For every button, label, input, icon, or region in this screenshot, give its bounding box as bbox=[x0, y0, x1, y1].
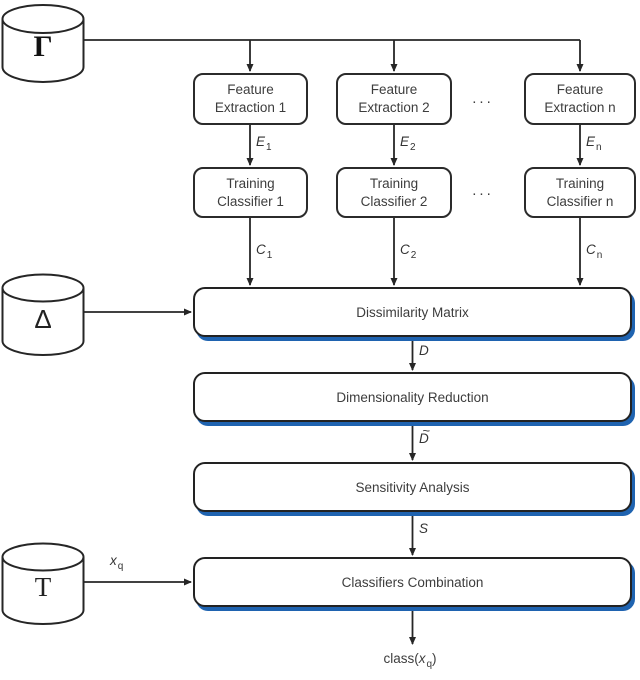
output-class-label: class(xq) bbox=[383, 651, 437, 670]
edge-label-s: S bbox=[419, 521, 429, 536]
classifiers-combination-label: Classifiers Combination bbox=[341, 574, 484, 590]
tau-database-shape bbox=[1, 542, 85, 625]
dimensionality-reduction-label: Dimensionality Reduction bbox=[336, 389, 489, 405]
training-row-ellipsis: ... bbox=[472, 182, 494, 199]
edge-label-e2: E2 bbox=[400, 134, 416, 153]
gamma-database-shape bbox=[1, 4, 85, 83]
edge-label-en: En bbox=[586, 134, 602, 153]
edge-label-e1: E1 bbox=[256, 134, 272, 153]
edge-label-xq: xq bbox=[110, 553, 124, 572]
sensitivity-analysis-box: Sensitivity Analysis bbox=[193, 462, 632, 512]
tau-database-label: T bbox=[34, 572, 52, 602]
edge-label-cn: Cn bbox=[586, 242, 603, 261]
edge-label-c1: C1 bbox=[256, 242, 273, 261]
dissimilarity-matrix-box: Dissimilarity Matrix bbox=[193, 287, 632, 337]
dimensionality-reduction-box: Dimensionality Reduction bbox=[193, 372, 632, 422]
delta-database-label: Δ bbox=[34, 304, 52, 334]
edge-label-d: D bbox=[419, 343, 429, 358]
edge-label-d-tilde: ~D bbox=[419, 423, 431, 446]
classifiers-combination-box: Classifiers Combination bbox=[193, 557, 632, 607]
dissimilarity-matrix-label: Dissimilarity Matrix bbox=[356, 304, 469, 320]
feature-row-ellipsis: ... bbox=[472, 90, 494, 107]
gamma-database-label: Γ bbox=[33, 30, 53, 63]
delta-database-shape bbox=[1, 273, 85, 356]
edge-label-c2: C2 bbox=[400, 242, 417, 261]
sensitivity-analysis-label: Sensitivity Analysis bbox=[355, 479, 470, 495]
